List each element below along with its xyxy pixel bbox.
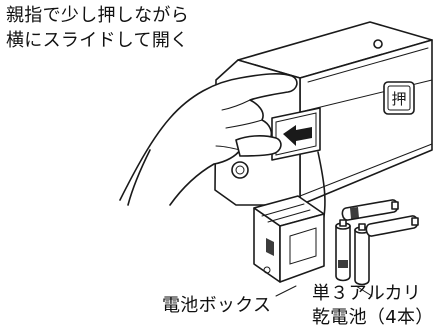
push-button-label: 押 <box>391 90 406 108</box>
batteries-label-line-1: 単３アルカリ <box>312 283 422 304</box>
hand-illustration <box>119 73 298 206</box>
batteries-label-line-2: 乾電池（4本） <box>312 307 434 328</box>
instruction-line-2: 横にスライドして開く <box>6 30 189 51</box>
slide-left-arrow-icon <box>283 125 312 146</box>
instruction-line-1: 親指で少し押しながら <box>6 5 189 26</box>
batteries-leader-line <box>355 285 373 297</box>
battery-4 <box>365 215 419 237</box>
battery-3 <box>341 199 399 221</box>
battery-box <box>253 195 325 283</box>
battery-box-leader-line <box>275 285 297 297</box>
battery-box-label: 電池ボックス <box>162 295 272 316</box>
push-button: 押 <box>383 81 415 115</box>
aa-batteries <box>335 199 419 286</box>
battery-1 <box>335 219 351 282</box>
